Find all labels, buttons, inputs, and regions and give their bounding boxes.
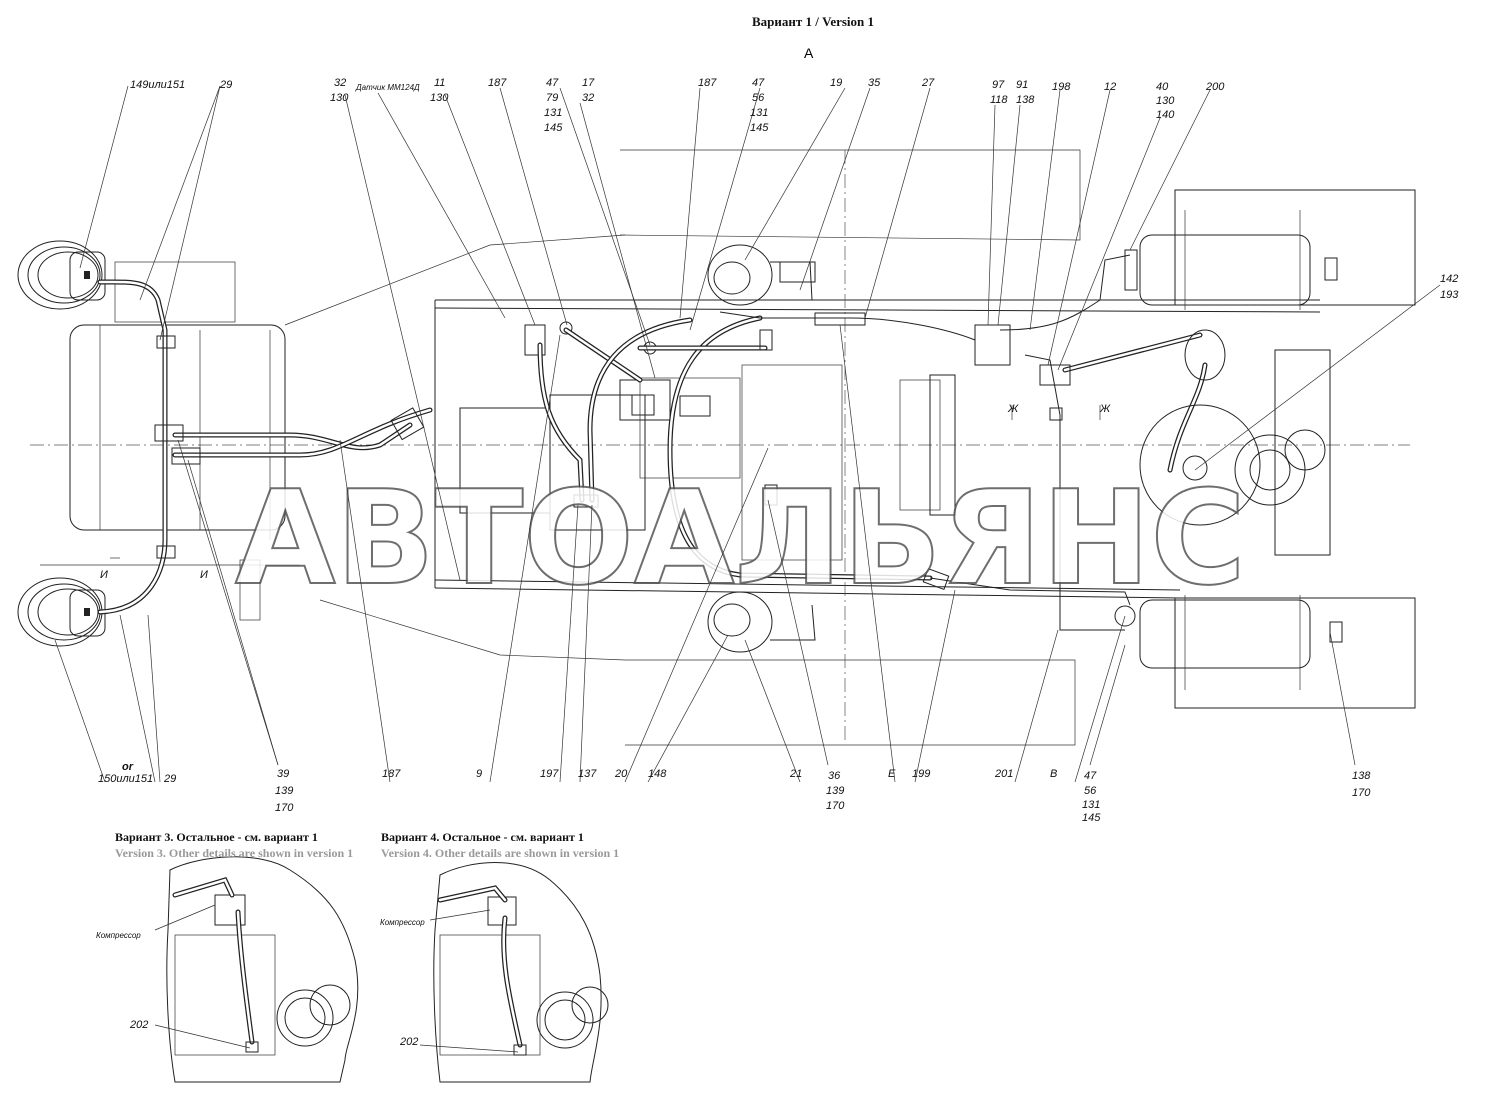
front-brake-lines: [97, 279, 433, 615]
callout-39: 39: [277, 768, 289, 780]
callout-118: 118: [990, 94, 1008, 106]
drawing-title: Вариант 1 / Version 1: [752, 14, 875, 29]
callout-197: 197: [540, 768, 559, 780]
callout-40-130: 130: [1156, 95, 1175, 107]
callout-200: 200: [1205, 81, 1225, 93]
variant3-part-label: 202: [129, 1019, 148, 1031]
callout-187-b: 187: [698, 77, 717, 89]
leader-lines-top: [79, 85, 1441, 581]
section-mark-i-left: И: [100, 569, 108, 581]
engine-block: [459, 364, 956, 561]
callout-131-c: 131: [1082, 799, 1100, 811]
callout-79: 79: [546, 92, 558, 104]
section-mark-zh-right: Ж: [1099, 403, 1111, 415]
variant4-heading: Вариант 4. Остальное - см. вариант 1: [381, 830, 584, 844]
variant4-subtitle: Version 4. Other details are shown in ve…: [381, 846, 620, 860]
watermark: АВТОАЛЬЯНС: [235, 462, 1246, 614]
callout-131-a: 131: [544, 107, 562, 119]
callout-12: 12: [1104, 81, 1116, 93]
callout-145-c: 145: [1082, 812, 1101, 824]
callout-21: 21: [789, 768, 802, 780]
variant4-part-label: 202: [399, 1036, 418, 1048]
callout-145-a: 145: [544, 122, 563, 134]
callout-56-b: 56: [752, 92, 765, 104]
callout-142: 142: [1440, 273, 1458, 285]
callout-130: 130: [330, 92, 349, 104]
callout-137: 137: [578, 768, 597, 780]
callouts-bottom: or 150или151 29 39 139 170 187 9 197 137…: [98, 761, 1371, 824]
brake-chamber-bottom: [707, 591, 816, 653]
air-pipe-network: [537, 254, 1208, 631]
callout-201: 201: [994, 768, 1013, 780]
callout-91: 91: [1016, 79, 1028, 91]
callout-131-b: 131: [750, 107, 768, 119]
rear-compressor-area: [1139, 329, 1331, 556]
callout-40: 40: [1156, 81, 1169, 93]
view-label: А: [804, 45, 814, 61]
callout-36: 36: [828, 770, 841, 782]
brake-chamber-top: [707, 244, 816, 306]
callout-140: 140: [1156, 109, 1175, 121]
leader-lines-bottom: [54, 324, 1356, 783]
callout-187-a: 187: [488, 77, 507, 89]
callout-36-139: 139: [826, 785, 844, 797]
callout-187-c: 187: [382, 768, 401, 780]
variant4-compressor-label: Компрессор: [380, 918, 425, 927]
callout-56-c: 56: [1084, 785, 1097, 797]
callout-145-b: 145: [750, 122, 769, 134]
callout-27: 27: [921, 77, 935, 89]
callout-9: 9: [476, 768, 482, 780]
callout-17-32: 32: [582, 92, 594, 104]
callout-29-bottom: 29: [163, 773, 176, 785]
callout-193: 193: [1440, 289, 1459, 301]
callout-sensor: Датчик ММ124Д: [355, 83, 420, 92]
callout-32: 32: [334, 77, 346, 89]
callout-19: 19: [830, 77, 842, 89]
chassis-frame: [30, 150, 1410, 740]
callout-47-c: 47: [1084, 770, 1097, 782]
variant3-compressor-label: Компрессор: [96, 931, 141, 940]
callout-11-130: 130: [430, 92, 449, 104]
callout-11: 11: [434, 77, 445, 89]
section-mark-zh-left: Ж: [1007, 403, 1019, 415]
wheel-fenders: [619, 149, 1081, 746]
front-wheel-bottom: [17, 577, 106, 647]
callout-198: 198: [1052, 81, 1071, 93]
callout-47-a: 47: [546, 77, 559, 89]
callout-39-170: 170: [275, 802, 294, 814]
callout-47-b: 47: [752, 77, 765, 89]
brake-valve-assembly: [524, 321, 711, 421]
section-marks: И И Ж Ж: [100, 403, 1111, 581]
callout-20: 20: [614, 768, 628, 780]
callout-97: 97: [992, 79, 1005, 91]
callout-149: 149или151: [130, 79, 185, 91]
callout-39-139: 139: [275, 785, 293, 797]
section-mark-i-right: И: [200, 569, 208, 581]
callout-35: 35: [868, 77, 881, 89]
callout-150: 150или151: [98, 773, 153, 785]
variant3-heading: Вариант 3. Остальное - см. вариант 1: [115, 830, 318, 844]
callout-138-top: 138: [1016, 94, 1035, 106]
callout-199: 199: [912, 768, 930, 780]
callout-or: or: [122, 761, 134, 773]
callout-29-top: 29: [219, 79, 232, 91]
variant3-detail: Компрессор 202: [96, 856, 359, 1083]
rear-valve-group: [974, 324, 1101, 421]
callout-138-170: 170: [1352, 787, 1371, 799]
callout-B: В: [1050, 768, 1057, 780]
front-wheel-top: [17, 240, 106, 310]
callout-E: Е: [888, 768, 896, 780]
callouts-top: 149или151 29 32 130 Датчик ММ124Д 11 130…: [130, 77, 1459, 301]
variant3-subtitle: Version 3. Other details are shown in ve…: [115, 846, 354, 860]
callout-138-bottom: 138: [1352, 770, 1371, 782]
air-receiver-top: [1124, 189, 1416, 310]
callout-17: 17: [582, 77, 595, 89]
air-receiver-bottom: [1114, 595, 1416, 709]
callout-36-170: 170: [826, 800, 845, 812]
callout-148: 148: [648, 768, 667, 780]
variant4-detail: Компрессор 202: [380, 862, 609, 1083]
